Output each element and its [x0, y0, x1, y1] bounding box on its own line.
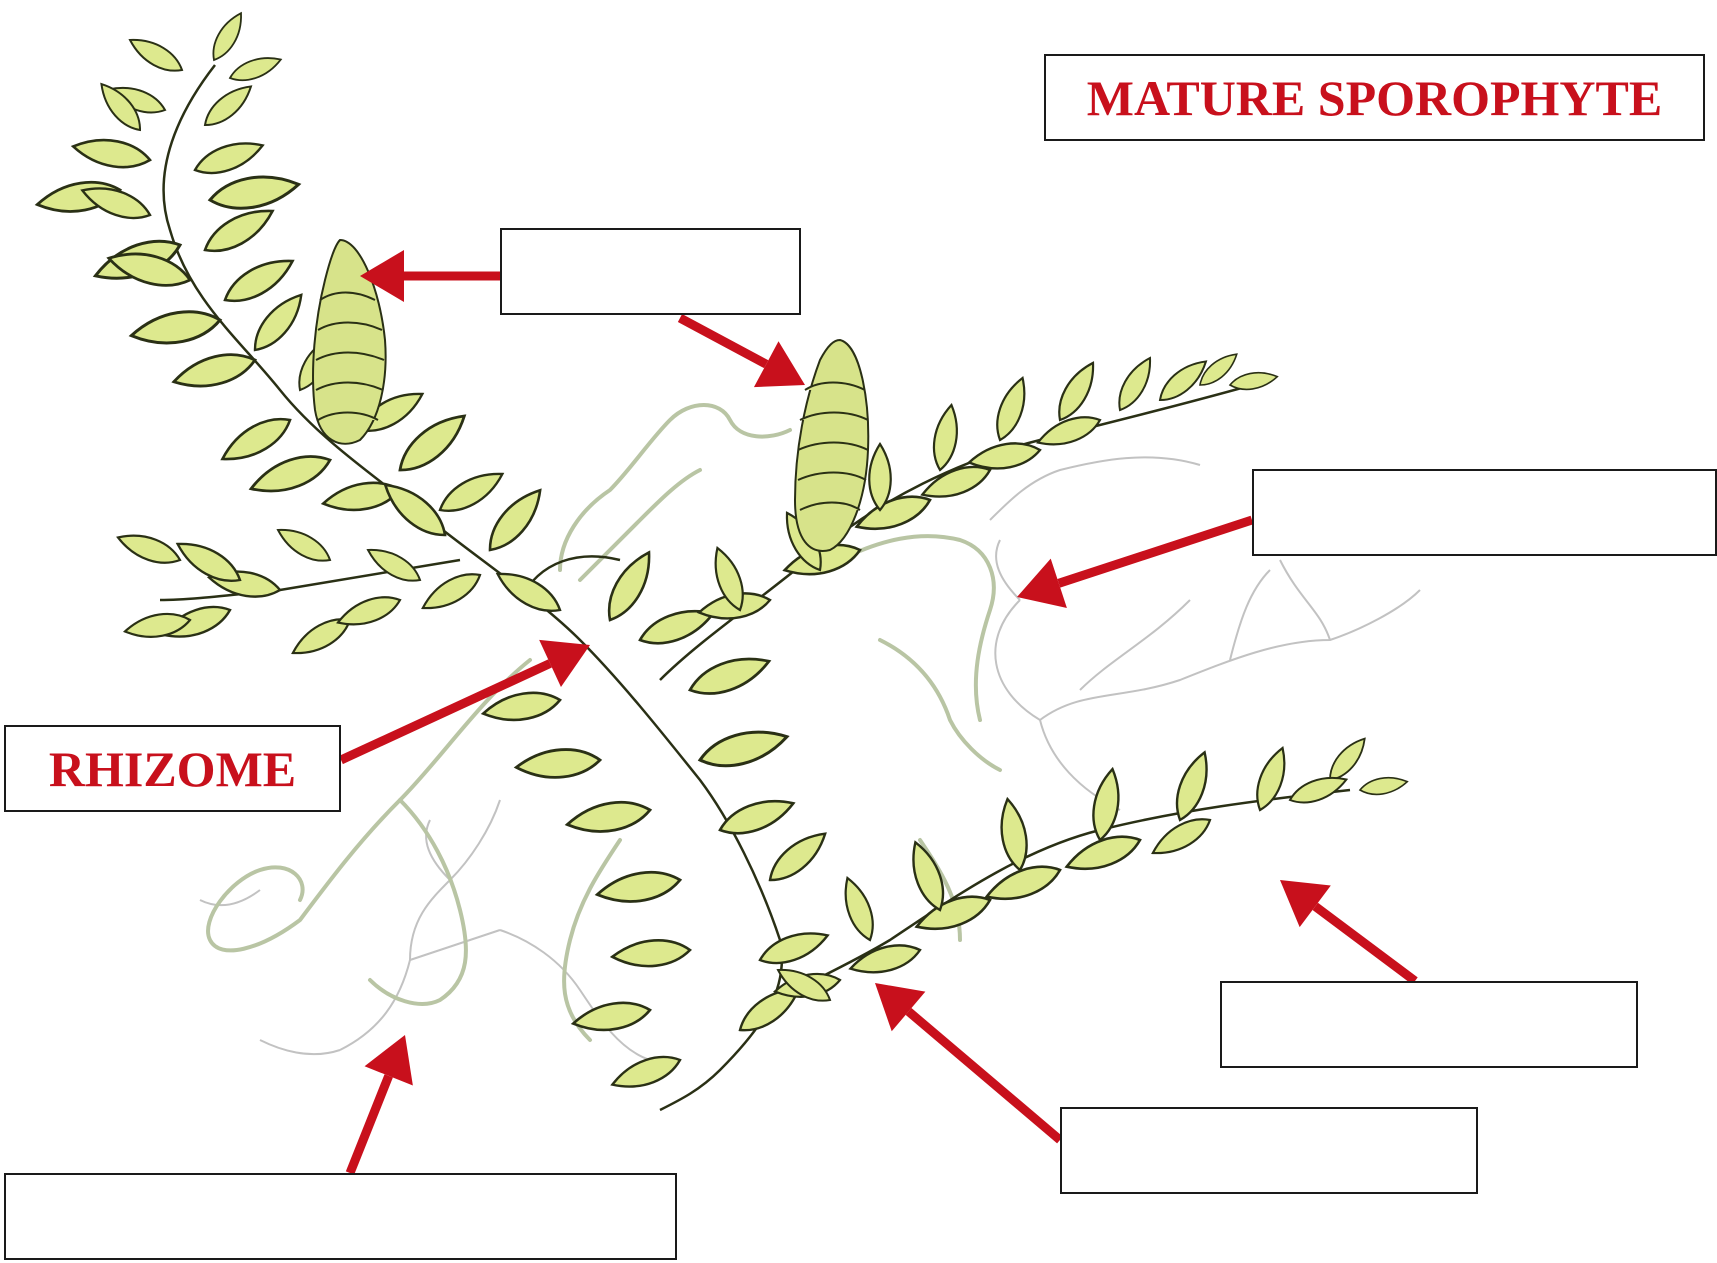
leaf [246, 287, 310, 357]
leaf [1112, 353, 1159, 415]
arrow-to-leaf-tip [1280, 880, 1415, 981]
leaf [608, 1049, 684, 1096]
label-box-strobilus[interactable] [500, 228, 801, 315]
leaf [191, 134, 267, 181]
leaf [685, 648, 773, 702]
leaf [990, 374, 1033, 443]
leaf [125, 32, 187, 79]
leaf [480, 482, 550, 558]
leaf [114, 527, 183, 570]
leaf [847, 939, 923, 980]
leaf [929, 403, 962, 472]
leaf [1250, 744, 1293, 813]
arrow-to-root-right [1017, 520, 1252, 608]
leaf [199, 79, 258, 133]
leaf [611, 937, 691, 969]
leaf [869, 444, 890, 510]
leaf [696, 723, 791, 775]
arrow-to-roots-bottom [350, 1035, 413, 1173]
leaf [434, 464, 508, 520]
leaf [170, 347, 258, 395]
stems [160, 65, 1350, 1110]
leaf [1051, 357, 1103, 425]
label-box-leaf-tip[interactable] [1220, 981, 1638, 1068]
leaf [129, 306, 223, 350]
leaf [492, 564, 566, 620]
leaf [595, 867, 682, 909]
arrow-to-strobilus-left [360, 250, 500, 302]
leaf [417, 566, 485, 618]
arrow-to-stem [875, 983, 1060, 1140]
leaf [227, 51, 284, 86]
leaf [716, 791, 798, 842]
diagram-title: MATURE SPOROPHYTE [1087, 69, 1663, 127]
leaf [246, 447, 334, 501]
leaf [515, 746, 601, 781]
leaf [565, 797, 652, 839]
leaf [207, 170, 301, 214]
arrow-to-strobilus-right [680, 318, 805, 387]
leaf [1359, 774, 1409, 798]
label-box-rhizome[interactable]: RHIZOME [4, 725, 341, 812]
label-rhizome: RHIZOME [49, 740, 296, 798]
leaf [996, 797, 1032, 872]
label-box-root-right[interactable] [1252, 469, 1717, 556]
leaf [206, 9, 248, 65]
leaf [273, 522, 335, 569]
leaf [762, 825, 832, 889]
strobilus-right [795, 340, 868, 551]
leaf [756, 924, 832, 971]
leaf [172, 534, 246, 590]
leaf [363, 542, 425, 589]
label-box-stem[interactable] [1060, 1107, 1478, 1194]
leaf [837, 874, 880, 943]
label-box-roots-bottom[interactable] [4, 1173, 677, 1260]
leaf [71, 134, 152, 173]
leaves [35, 9, 1409, 1096]
title-box: MATURE SPOROPHYTE [1044, 54, 1705, 141]
